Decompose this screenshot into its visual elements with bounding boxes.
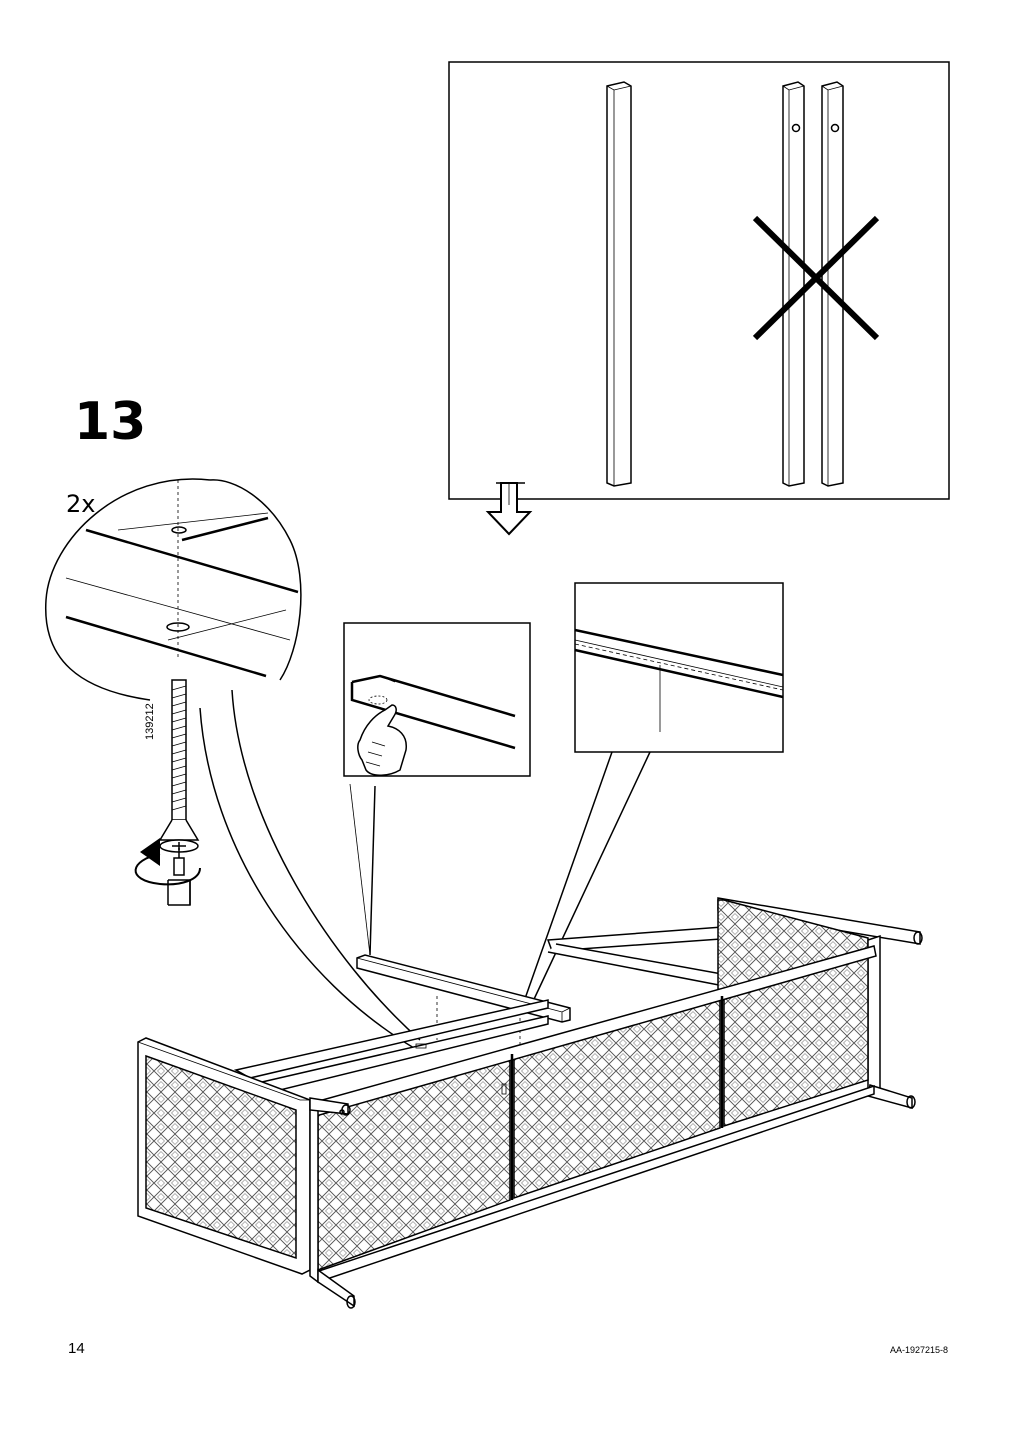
rotate-clockwise-icon [134,838,201,886]
detail-magnifier [45,478,421,1049]
document-code: AA-1927215-8 [890,1345,949,1355]
detail-panel-hand [343,622,531,956]
correct-leg [606,81,632,487]
comparison-panel [448,61,950,500]
screwdriver-bit-icon [167,848,191,906]
quantity-label: 2x [66,490,96,518]
hand-pointing-icon [357,704,407,776]
arrow-down-icon [485,482,533,536]
step-number: 13 [74,392,147,452]
cross-mark-icon [752,215,880,341]
detail-panel-beam [520,582,784,1013]
cabinet-frame [137,897,923,1309]
screw-icon [158,679,200,853]
page-number: 14 [68,1340,85,1357]
part-number: 139212 [144,703,156,740]
